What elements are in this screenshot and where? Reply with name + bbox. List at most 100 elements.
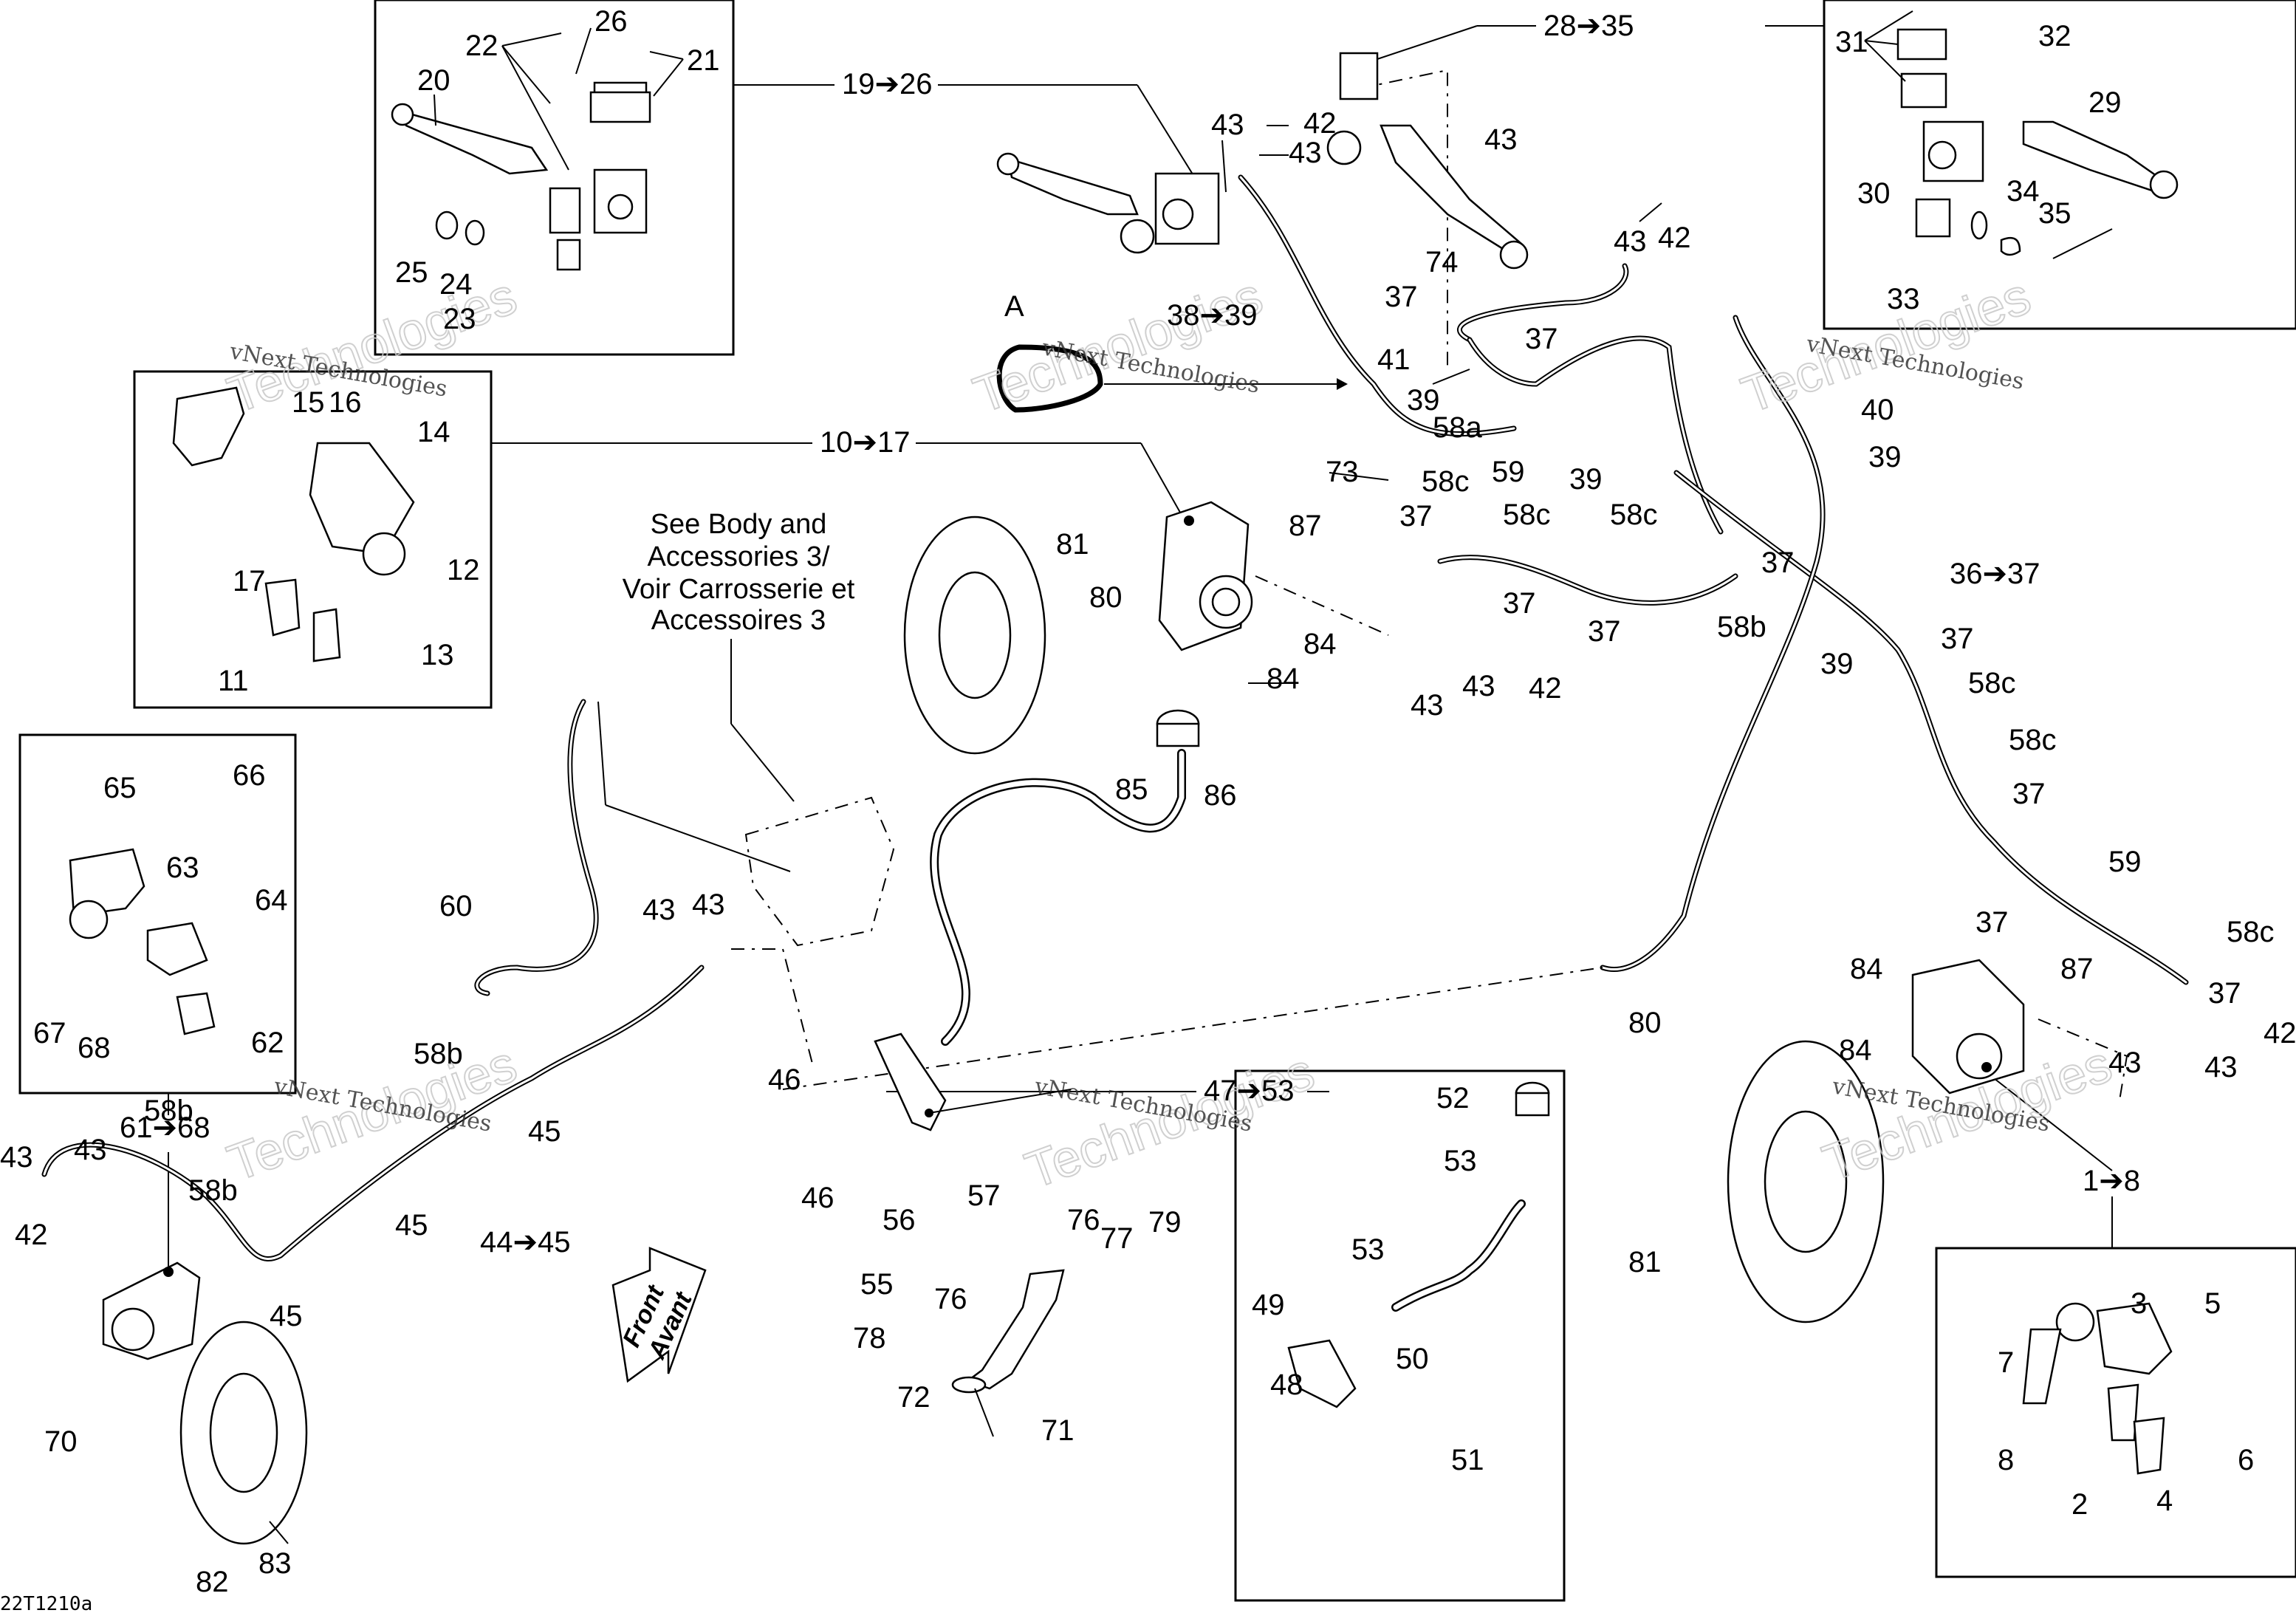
part-label: 66	[233, 759, 266, 792]
part-label: 76	[934, 1283, 967, 1315]
part-label: 43	[0, 1141, 33, 1174]
part-label: 46	[768, 1064, 801, 1096]
part-label: 68	[78, 1032, 111, 1064]
part-label: 77	[1100, 1222, 1134, 1255]
part-label: 64	[255, 884, 288, 917]
part-label: 2	[2071, 1488, 2088, 1521]
part-label: 11	[218, 665, 249, 697]
part-label: 8	[1998, 1444, 2014, 1476]
reservoir-rear	[1156, 709, 1200, 747]
part-label: 60	[439, 890, 473, 922]
part-label: 43	[1462, 670, 1495, 702]
part-label: 39	[1868, 441, 1902, 473]
part-label: 43	[1484, 123, 1518, 156]
part-label: 6	[2238, 1444, 2254, 1476]
cross-reference-note: See Body and Accessories 3/ Voir Carross…	[623, 509, 855, 636]
part-label: 37	[1588, 615, 1621, 648]
part-label: 50	[1396, 1343, 1429, 1375]
part-label: 25	[395, 256, 428, 289]
part-label: 72	[897, 1381, 931, 1414]
part-label: 51	[1451, 1444, 1484, 1476]
part-label: 17	[233, 565, 266, 597]
part-label: 58b	[414, 1038, 463, 1070]
svg-text:See Body and: See Body and	[651, 509, 827, 540]
inset-box-47-53	[1234, 1069, 1566, 1602]
part-label: 33	[1887, 283, 1920, 315]
master-cylinder-front-left	[996, 152, 1220, 254]
part-label: 42	[1658, 222, 1691, 254]
part-label: 84	[1839, 1034, 1872, 1066]
part-label: 37	[2208, 977, 2241, 1010]
part-label: 79	[1148, 1206, 1182, 1239]
part-label: 43	[1411, 689, 1444, 722]
part-label: 49	[1252, 1289, 1285, 1321]
part-label: 56	[883, 1204, 916, 1236]
inset-box-19-26	[374, 0, 735, 356]
svg-text:Voir Carrosserie et: Voir Carrosserie et	[623, 574, 855, 605]
part-label: 86	[1204, 779, 1237, 812]
part-label: 14	[417, 416, 450, 448]
part-label: 37	[1503, 587, 1536, 620]
part-label: 32	[2038, 20, 2071, 52]
part-label: 45	[395, 1209, 428, 1242]
detail-marker-a: A	[1004, 290, 1024, 323]
part-label: 39	[1407, 384, 1440, 417]
part-label: 37	[1385, 281, 1418, 313]
part-label: 63	[166, 852, 199, 884]
part-label: 43	[1289, 137, 1322, 169]
reference-code: 22T1210a	[0, 1593, 92, 1613]
part-label: 37	[1761, 547, 1795, 579]
part-label: 41	[1377, 343, 1411, 376]
group-callout-lines	[168, 25, 2113, 1270]
part-label: 76	[1067, 1204, 1100, 1236]
part-label: 13	[421, 639, 454, 671]
parts	[69, 28, 2179, 1545]
part-label: 12	[447, 554, 480, 586]
part-label: 87	[1289, 510, 1322, 542]
part-label: 45	[528, 1115, 561, 1148]
part-label: 37	[1399, 500, 1433, 532]
body-part-ghost	[744, 796, 895, 947]
part-label: 59	[1492, 456, 1525, 488]
group-label: 44➔45	[480, 1226, 571, 1258]
part-label: 58c	[1503, 499, 1551, 531]
group-label: 1➔8	[2083, 1165, 2140, 1197]
part-labels: 20 22 26 21 25 24 23 31 32 29 30 34 35 3…	[0, 5, 2296, 1598]
part-label: 29	[2088, 86, 2122, 119]
part-label: 81	[1628, 1246, 1662, 1278]
part-label: 74	[1425, 246, 1459, 278]
caliper-detail-1-8	[2022, 1302, 2173, 1475]
part-label: 22	[465, 30, 498, 62]
part-label: 70	[44, 1425, 78, 1458]
group-label: 38➔39	[1167, 299, 1258, 332]
part-label: 43	[692, 888, 725, 921]
part-label: 58b	[1717, 611, 1766, 643]
part-label: 59	[2108, 846, 2142, 878]
part-label: 35	[2038, 197, 2071, 230]
part-label: 43	[2204, 1051, 2238, 1083]
brake-lines	[41, 69, 2189, 1312]
part-label: 82	[196, 1566, 229, 1598]
front-direction-arrow	[611, 1247, 707, 1383]
detail-a-hose-clip	[996, 344, 1103, 413]
caliper-detail-61-68	[69, 848, 216, 1035]
part-label: 37	[1941, 623, 1974, 655]
caliper-front-right	[1911, 959, 2025, 1095]
part-label: 46	[801, 1182, 835, 1214]
part-label: 83	[258, 1547, 292, 1580]
part-label: 37	[1975, 906, 2009, 939]
part-label: 43	[642, 894, 676, 926]
part-label: 73	[1326, 456, 1359, 488]
part-label: 3	[2131, 1287, 2147, 1320]
part-label: 39	[1820, 648, 1854, 680]
reservoir-inset	[1515, 1081, 1550, 1117]
part-label: 58c	[1422, 465, 1470, 498]
part-label: 80	[1628, 1007, 1662, 1039]
part-label: 58a	[1433, 411, 1482, 444]
part-label: 43	[74, 1134, 107, 1166]
master-cylinder-front-right	[1326, 52, 1529, 270]
part-label: 21	[687, 44, 720, 77]
part-label: 43	[1614, 225, 1647, 258]
group-labels: 19➔26 28➔35 10➔17 61➔68 1➔8 47➔53 38➔39 …	[120, 10, 2140, 1258]
part-label: 81	[1056, 528, 1089, 561]
